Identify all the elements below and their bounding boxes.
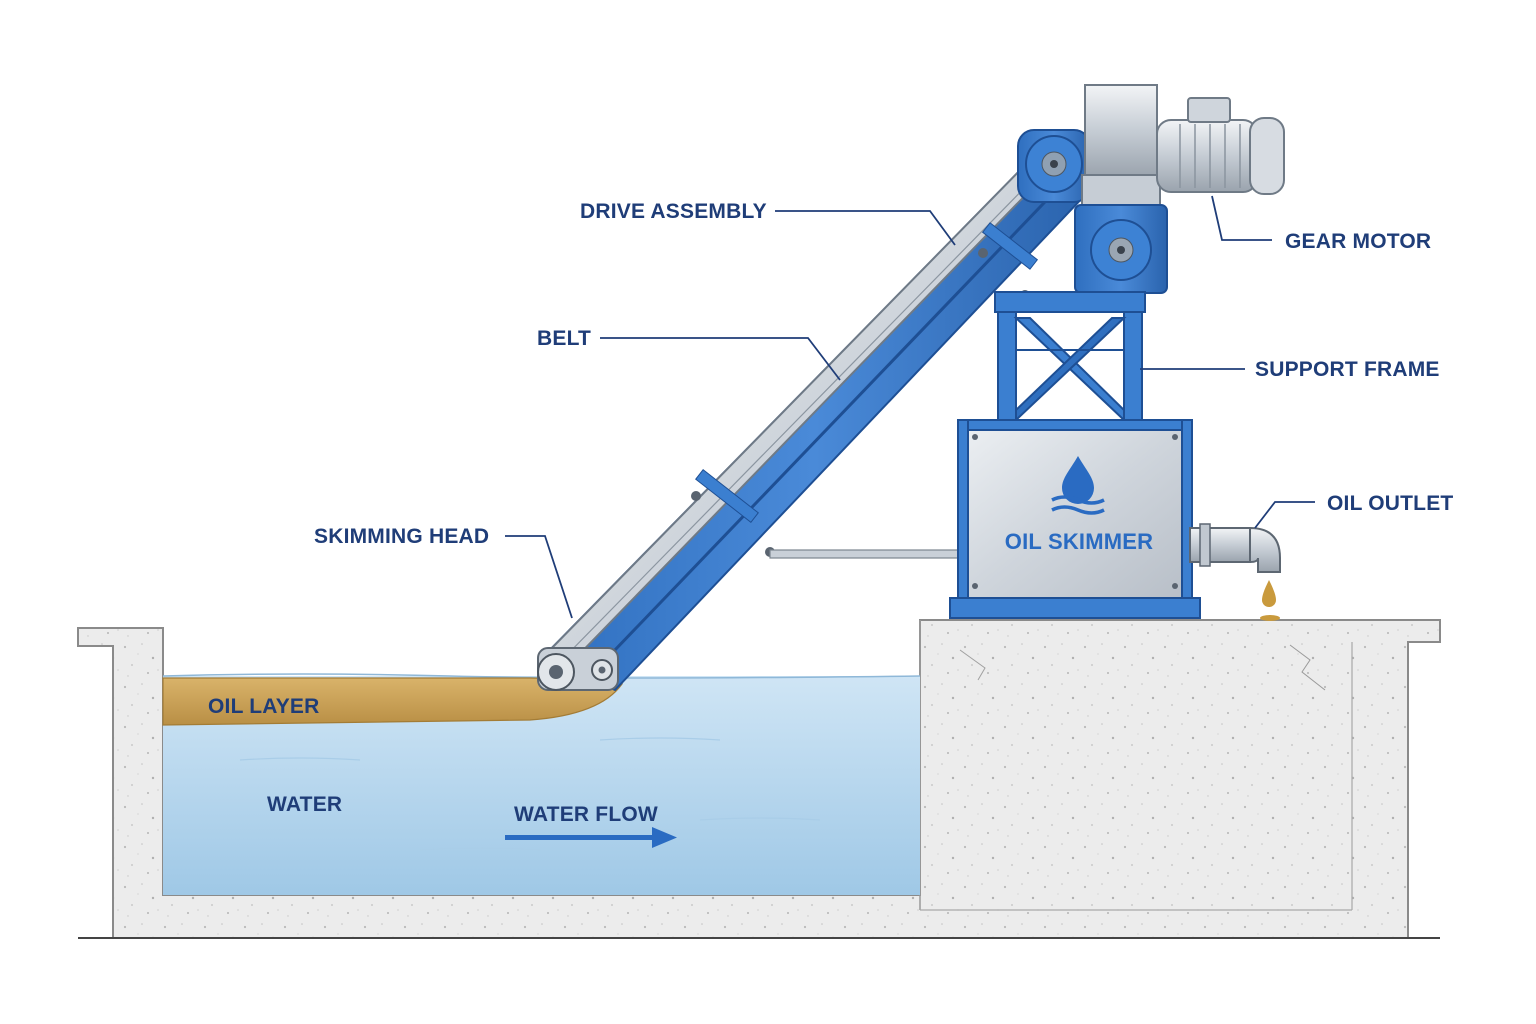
water-drop-with-waves-icon <box>1051 456 1105 515</box>
support-frame-label: SUPPORT FRAME <box>1255 358 1440 381</box>
gear-motor <box>1074 84 1285 294</box>
arrow-right-icon <box>505 827 677 848</box>
tie-rod <box>769 549 966 559</box>
drive-assembly <box>1017 129 1091 203</box>
oil-outlet-label: OIL OUTLET <box>1327 492 1453 515</box>
terminal-box <box>1187 97 1231 123</box>
belt-bracket <box>691 222 1039 557</box>
oil-layer-label: OIL LAYER <box>208 695 320 718</box>
skimmer-tank: OIL SKIMMER <box>949 419 1201 619</box>
drive-assembly-label: DRIVE ASSEMBLY <box>580 200 767 223</box>
water-flow-label: WATER FLOW <box>514 803 658 826</box>
belt-label: BELT <box>537 327 591 350</box>
water-label: WATER <box>267 793 342 816</box>
support-frame <box>994 291 1146 423</box>
leader-lines <box>505 195 1315 619</box>
skimming-head <box>537 647 619 691</box>
gear-motor-label: GEAR MOTOR <box>1285 230 1431 253</box>
skimming-head-label: SKIMMING HEAD <box>314 525 489 548</box>
oil-outlet-pipe <box>1189 523 1281 621</box>
oil-drip-icon <box>1262 580 1276 607</box>
oil-skimmer-brand-label: OIL SKIMMER <box>1005 529 1153 554</box>
